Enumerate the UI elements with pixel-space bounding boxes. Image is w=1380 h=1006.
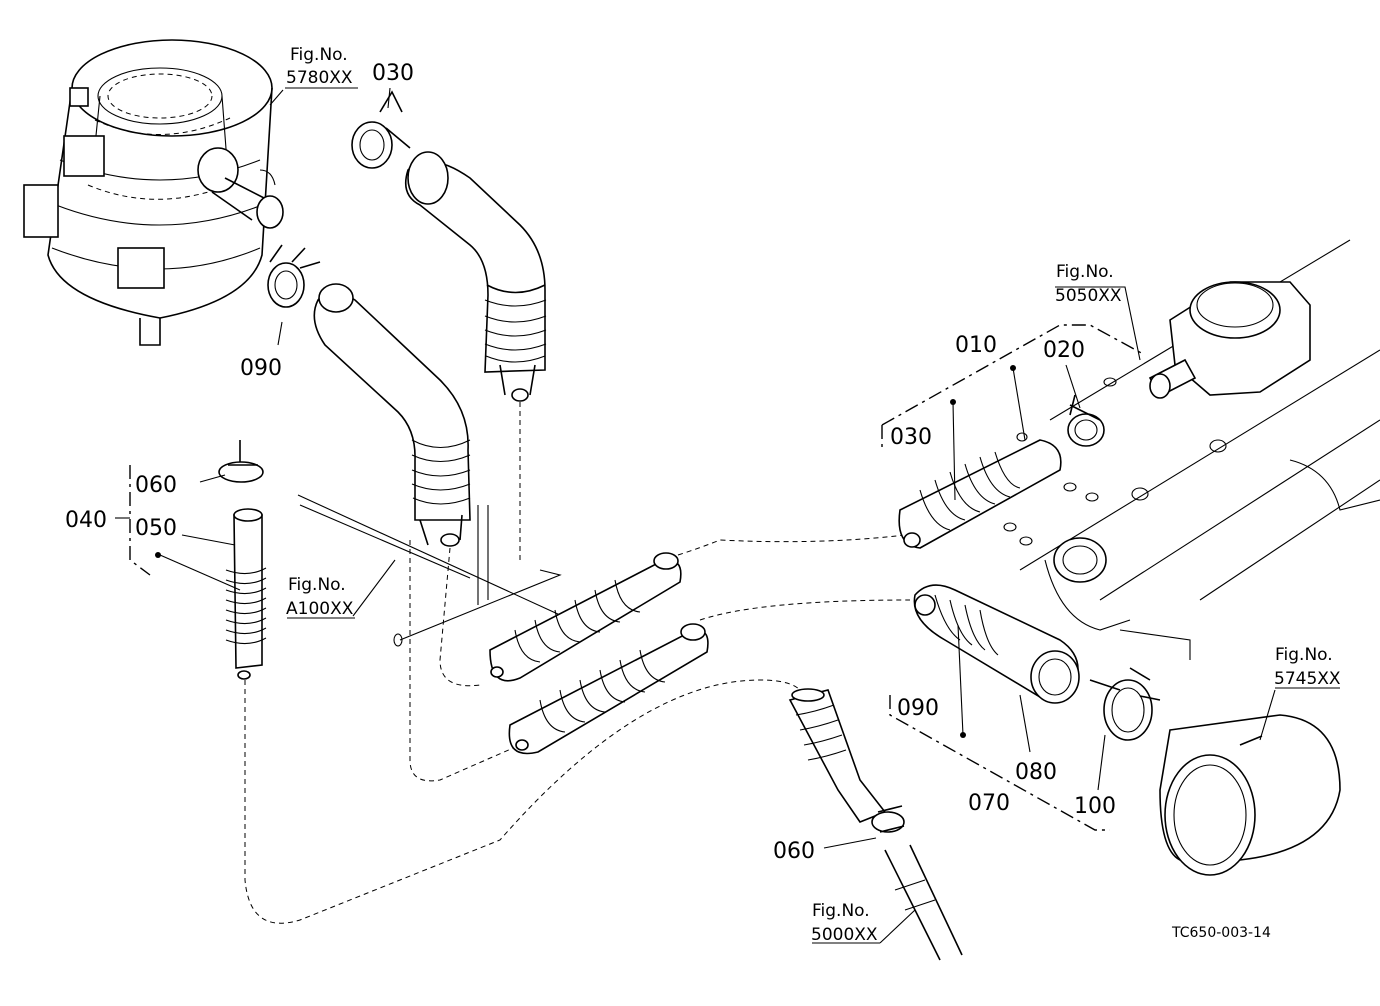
thermostat-housing: [1148, 281, 1311, 399]
air-cleaner-housing: [23, 39, 284, 346]
figure-reference-5000: Fig.No. 5000XX: [811, 901, 878, 945]
lower-pipe: [884, 844, 963, 961]
figure-reference-A100: Fig.No. A100XX: [286, 575, 354, 619]
left-hose: [313, 283, 471, 547]
fig-prefix-5000: Fig.No.: [812, 901, 870, 921]
hose-clamp-060-left: [218, 440, 264, 483]
hose-clamp-100: [1089, 667, 1161, 741]
part-label-010: 010: [955, 333, 997, 358]
part-label-080: 080: [1015, 760, 1057, 785]
kit-boundary-070: [889, 695, 1110, 831]
upper-hose: [404, 151, 547, 402]
part-label-060-bottom: 060: [773, 839, 815, 864]
right-hose-080: [913, 584, 1080, 704]
part-label-030-top: 030: [372, 61, 414, 86]
part-label-090-left: 090: [240, 356, 282, 381]
hose-clamp-020: [1067, 394, 1105, 447]
figure-reference-5050: Fig.No. 5050XX: [1055, 262, 1122, 306]
hose-clamp-left: [267, 244, 321, 308]
figure-reference-5745: Fig.No. 5745XX: [1274, 645, 1341, 689]
part-label-020: 020: [1043, 338, 1085, 363]
fig-number-5000: 5000XX: [811, 925, 878, 945]
part-label-040: 040: [65, 508, 107, 533]
heater-core-lower: [508, 623, 709, 755]
hose-clamp-060-bottom: [871, 805, 905, 833]
routing-lines: [244, 402, 911, 924]
fig-number-5780: 5780XX: [286, 68, 353, 88]
right-hose-030: [898, 439, 1062, 549]
part-label-060-left: 060: [135, 473, 177, 498]
part-label-070: 070: [968, 791, 1010, 816]
kit-boundary-010: [881, 324, 1146, 450]
hose-clamp-top: [351, 90, 411, 169]
heater-core-upper: [489, 552, 682, 682]
kit-boundary-040: [129, 465, 151, 576]
radiator-pipe: [1159, 714, 1341, 876]
fig-prefix-5780: Fig.No.: [290, 45, 348, 65]
lower-hose: [788, 688, 887, 823]
fig-prefix-5745: Fig.No.: [1275, 645, 1333, 665]
figure-reference-5780: Fig.No. 5780XX: [286, 45, 353, 88]
part-label-030-right: 030: [890, 425, 932, 450]
fig-number-5745: 5745XX: [1274, 669, 1341, 689]
part-label-050: 050: [135, 516, 177, 541]
vertical-hose-050: [225, 508, 267, 680]
part-label-090-right: 090: [897, 696, 939, 721]
leader-lines: [115, 87, 1340, 944]
drawing-code: TC650-003-14: [1171, 925, 1271, 941]
fig-prefix-A100: Fig.No.: [288, 575, 346, 595]
fig-number-5050: 5050XX: [1055, 286, 1122, 306]
fig-number-A100: A100XX: [286, 599, 354, 619]
part-label-100: 100: [1074, 794, 1116, 819]
fig-prefix-5050: Fig.No.: [1056, 262, 1114, 282]
